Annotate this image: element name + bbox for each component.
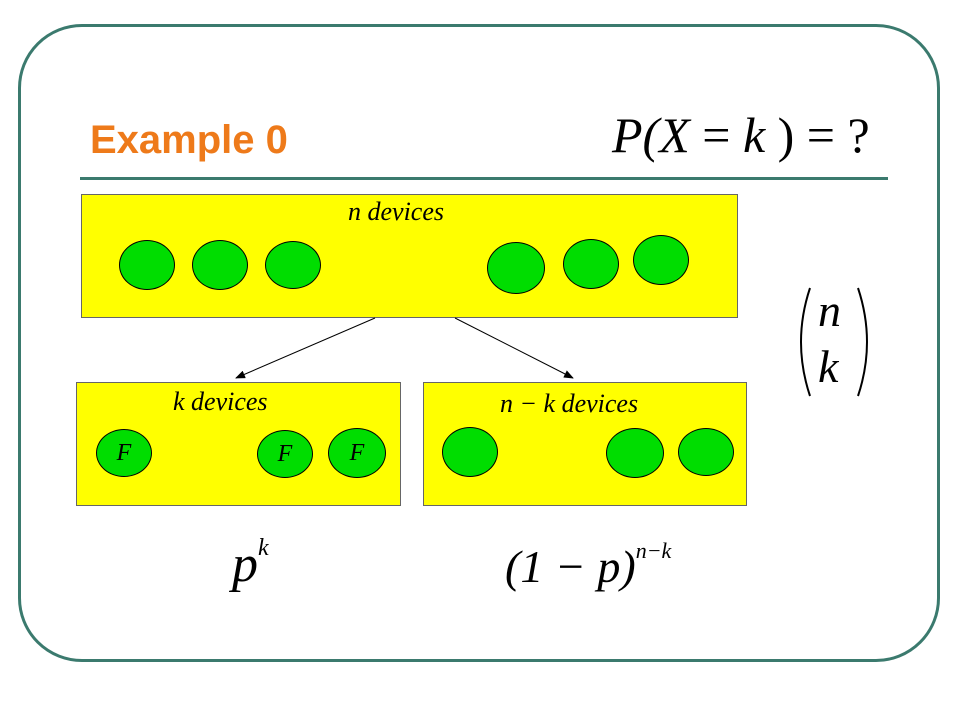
title-divider: [80, 177, 888, 180]
failed-device-circle: F: [328, 428, 386, 478]
working-device-circle: [678, 428, 734, 476]
binomial-parentheses: [800, 287, 868, 397]
binomial-bottom: k: [818, 341, 839, 392]
device-circle: [563, 239, 619, 289]
device-circle: [265, 241, 321, 289]
formula-rest: ) = ?: [777, 107, 870, 163]
formula-k: k: [742, 107, 766, 163]
pk-exponent: k: [258, 534, 269, 561]
working-devices-box: n − k devices: [423, 382, 747, 506]
success-probability-formula: (1 − p)n−k: [505, 537, 672, 593]
working-device-circle: [442, 427, 498, 477]
formula-equals: =: [702, 107, 731, 163]
all-devices-box: n devices: [81, 194, 738, 318]
arrow-down-icon: [235, 317, 376, 379]
device-circle: [119, 240, 175, 290]
1p-base: (1 − p): [505, 541, 636, 592]
binomial-top: n: [818, 285, 841, 336]
failed-device-circle: F: [96, 429, 152, 477]
failed-devices-label: k devices: [173, 387, 268, 416]
slide-frame: [18, 24, 940, 662]
failed-device-circle: F: [257, 430, 313, 478]
device-circle: [633, 235, 689, 285]
binomial-coefficient: n k: [792, 284, 872, 400]
pk-base: p: [232, 536, 258, 593]
working-devices-label: n − k devices: [500, 389, 639, 418]
arrow-down-icon: [454, 317, 574, 379]
device-circle: [487, 242, 545, 294]
device-circle: [192, 240, 248, 290]
failure-probability-formula: pk: [232, 535, 269, 594]
all-devices-label: n devices: [348, 197, 445, 226]
formula-lhs: P(X: [612, 107, 690, 163]
probability-question-formula: P(X = k ) = ?: [612, 106, 870, 164]
failed-devices-box: k devices F F F: [76, 382, 401, 506]
slide-title: Example 0: [90, 118, 288, 162]
working-device-circle: [606, 428, 664, 478]
1p-exponent: n−k: [635, 537, 672, 563]
